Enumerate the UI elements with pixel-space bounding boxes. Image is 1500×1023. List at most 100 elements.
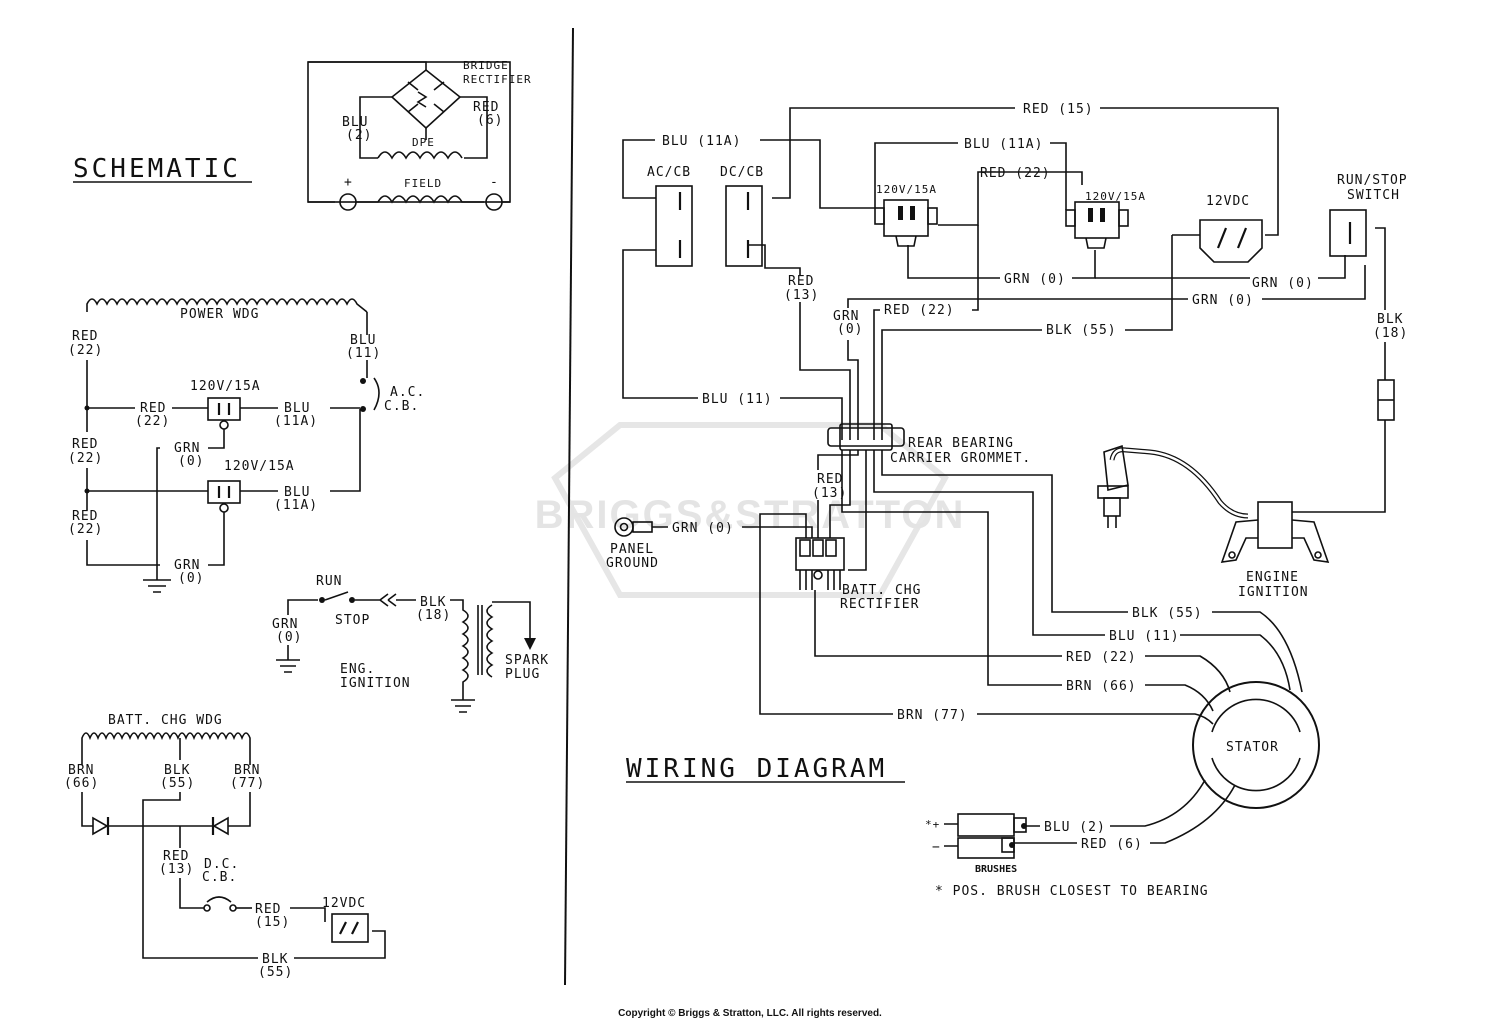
wd-red22-a-label: RED (22) <box>980 166 1051 181</box>
wd-blk55-b-label: BLK (55) <box>1132 606 1203 621</box>
sch-red15-1: RED <box>255 902 281 917</box>
wd-blk18-1: BLK <box>1377 312 1403 327</box>
wd-blu2-label: BLU (2) <box>1044 820 1106 835</box>
sch-red22-d-1: RED <box>72 509 98 524</box>
wiring-diagram-title: WIRING DIAGRAM <box>626 754 905 784</box>
run-label: RUN <box>316 574 342 589</box>
sch-outlet2-label: 120V/15A <box>224 459 295 474</box>
sch-grn0-b-1: GRN <box>174 558 200 573</box>
power-winding-circuit: POWER WDG RED (22) BLU (11) A.C. C.B. RE… <box>68 298 424 593</box>
run-stop-label-2: SWITCH <box>1347 188 1400 203</box>
section-divider <box>564 27 574 986</box>
battery-charge-circuit: BATT. CHG WDG BRN (66) BLK (55) BRN (77)… <box>64 713 386 980</box>
wd-grn0-v-1: GRN <box>833 309 859 324</box>
sch-blu11-2: (11) <box>346 346 381 361</box>
outlet-120v-b: 120V/15A <box>1065 190 1146 249</box>
batt-chg-wdg-label: BATT. CHG WDG <box>108 713 223 728</box>
outlet-b-label: 120V/15A <box>1085 190 1146 203</box>
brand-watermark: BRIGGS&STRATTON <box>535 422 963 598</box>
wd-red13-b-1: RED <box>817 472 843 487</box>
panel-ground-label-2: GROUND <box>606 556 659 571</box>
batt-rect-label-2: RECTIFIER <box>840 597 919 612</box>
sch-blk55-b-2: (55) <box>258 965 293 980</box>
inline-connector <box>1377 379 1395 421</box>
brush-note: * POS. BRUSH CLOSEST TO BEARING <box>935 884 1209 899</box>
sch-blu11a-a-2: (11A) <box>274 414 318 429</box>
wd-blu11a-a-label: BLU (11A) <box>662 134 741 149</box>
sch-grn0-b-2: (0) <box>178 571 204 586</box>
grommet-label-2: CARRIER GROMMET. <box>890 451 1031 466</box>
sch-brn77-1: BRN <box>234 763 260 778</box>
schematic-ignition-circuit: GRN (0) RUN STOP BLK (18) SPARK PLUG ENG… <box>272 574 549 713</box>
bridge-rectifier-label-1: BRIDGE <box>463 59 509 72</box>
wd-red13-a-1: RED <box>788 274 814 289</box>
sch-red13-1: RED <box>163 849 189 864</box>
engine-ignition-module: ENGINE IGNITION <box>1097 444 1330 600</box>
engine-ignition-label-2: IGNITION <box>1238 585 1309 600</box>
run-stop-switch: RUN/STOP SWITCH <box>1329 173 1407 257</box>
field-label: FIELD <box>404 177 442 190</box>
ac-cb-label: AC/CB <box>647 165 691 180</box>
wd-grn0-b-label: GRN (0) <box>1252 276 1314 291</box>
brush-pos-label: *+ <box>925 818 940 831</box>
sch-grn0-a-1: GRN <box>174 441 200 456</box>
engine-ignition-label-1: ENGINE <box>1246 570 1299 585</box>
sch-ign-grn-1: GRN <box>272 617 298 632</box>
sch-brn66-2: (66) <box>64 776 99 791</box>
eng-ignition-label-1: ENG. <box>340 662 375 677</box>
sch-blk55-a-1: BLK <box>164 763 190 778</box>
dc12-label: 12VDC <box>1206 194 1250 209</box>
sch-blu11a-a-1: BLU <box>284 401 310 416</box>
power-wdg-label: POWER WDG <box>180 307 259 322</box>
wd-red13-b-2: (13) <box>812 486 847 501</box>
sch-red22-a-1: RED <box>72 329 98 344</box>
wd-grn0-v-2: (0) <box>837 322 863 337</box>
battery-charge-rectifier: BATT. CHG RECTIFIER <box>795 537 921 612</box>
sch-red6-label-2: (6) <box>477 113 503 128</box>
sch-blu11-1: BLU <box>350 333 376 348</box>
wd-grn0-ground-label: GRN (0) <box>672 521 734 536</box>
sch-dccb-1: D.C. <box>204 857 239 872</box>
panel-ground-terminal: PANEL GROUND <box>606 517 659 571</box>
sch-accb-2: C.B. <box>384 399 419 414</box>
sch-dccb-2: C.B. <box>202 870 237 885</box>
batt-rect-label-1: BATT. CHG <box>842 583 921 598</box>
wd-blu11a-b-label: BLU (11A) <box>964 137 1043 152</box>
panel-ground-label-1: PANEL <box>610 542 654 557</box>
wd-brn77-label: BRN (77) <box>897 708 968 723</box>
sch-brn77-2: (77) <box>230 776 265 791</box>
sch-red22-c-1: RED <box>72 437 98 452</box>
sch-blu11a-b-1: BLU <box>284 485 310 500</box>
wd-blu11-a-label: BLU (11) <box>702 392 773 407</box>
sch-red22-b-1: RED <box>140 401 166 416</box>
wiring-title-text: WIRING DIAGRAM <box>626 754 887 784</box>
sch-red22-c-2: (22) <box>68 451 103 466</box>
wd-blk55-a-label: BLK (55) <box>1046 323 1117 338</box>
outlet-12vdc: 12VDC <box>1172 194 1263 263</box>
sch-red13-2: (13) <box>159 862 194 877</box>
sch-red22-a-2: (22) <box>68 343 103 358</box>
brush-neg-label: − <box>932 840 941 855</box>
bridge-rectifier-label-2: RECTIFIER <box>463 73 532 86</box>
sch-blu2-label-1: BLU <box>342 115 368 130</box>
sch-blu11a-b-2: (11A) <box>274 498 318 513</box>
wd-grn0-c-label: GRN (0) <box>1192 293 1254 308</box>
field-plus-label: + <box>344 175 353 190</box>
dc-cb-label: DC/CB <box>720 165 764 180</box>
schematic-title: SCHEMATIC <box>73 154 252 184</box>
sch-grn0-a-2: (0) <box>178 454 204 469</box>
ac-cb-breaker: AC/CB <box>647 165 693 267</box>
brushes-assembly: *+ − BRUSHES <box>925 813 1030 875</box>
brushes-label: BRUSHES <box>975 864 1017 875</box>
bridge-rectifier-circuit: BRIDGE RECTIFIER BLU (2) RED (6) DPE FIE… <box>307 59 532 211</box>
sch-brn66-1: BRN <box>68 763 94 778</box>
spark-plug-label-1: SPARK <box>505 653 549 668</box>
dc-cb-breaker: DC/CB <box>720 165 764 267</box>
dpe-label: DPE <box>412 136 435 149</box>
rear-bearing-grommet: REAR BEARING CARRIER GROMMET. <box>827 423 1031 466</box>
schematic-title-text: SCHEMATIC <box>73 154 241 184</box>
wd-grn0-a-label: GRN (0) <box>1004 272 1066 287</box>
sch-blk18-2: (18) <box>416 608 451 623</box>
stator: STATOR <box>1192 681 1320 809</box>
wd-brn66-label: BRN (66) <box>1066 679 1137 694</box>
